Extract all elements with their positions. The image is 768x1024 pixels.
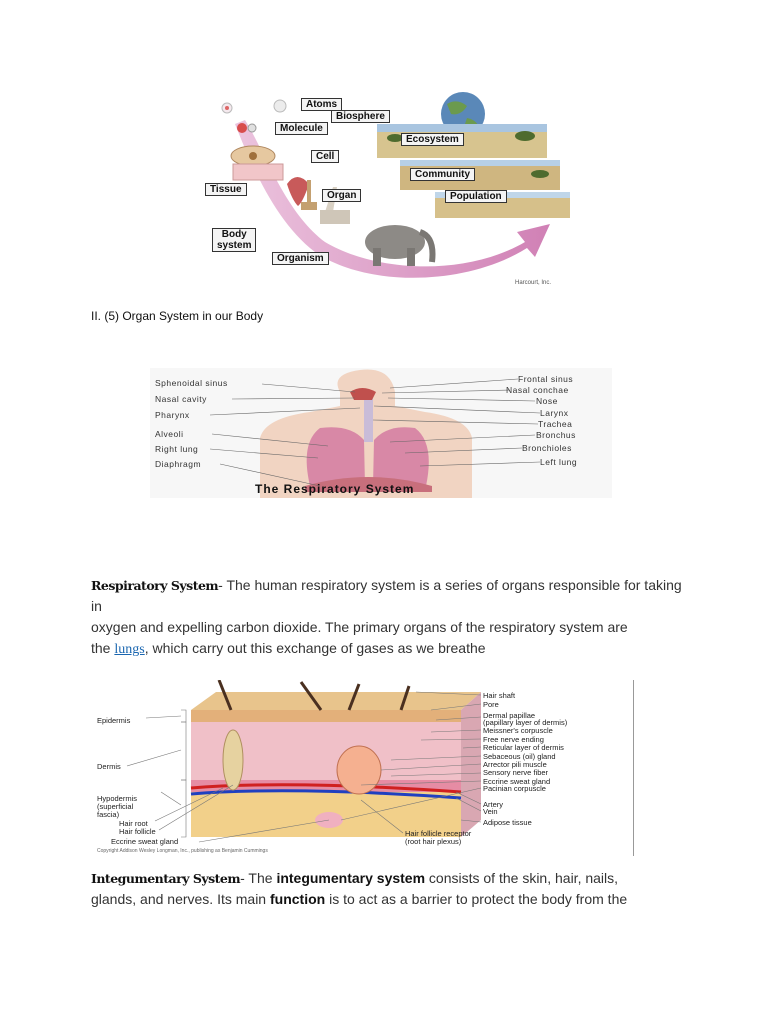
molecule-label: Molecule [275, 122, 328, 135]
respiratory-paragraph-line1: Respiratory System- The human respirator… [91, 575, 691, 617]
label-pacinian-corpuscle: Pacinian corpuscle [483, 784, 546, 793]
integumentary-paragraph-line1: Integumentary System- The integumentary … [91, 868, 691, 889]
body-system-label-line2: system [217, 240, 251, 251]
body-system-label: Body system [212, 228, 256, 252]
right-label-nose: Nose [536, 396, 558, 406]
right-label-left-lung: Left lung [540, 457, 577, 467]
label-pore: Pore [483, 700, 499, 709]
tissue-label: Tissue [205, 183, 247, 196]
label-adipose-tissue: Adipose tissue [483, 818, 532, 827]
right-label-trachea: Trachea [538, 419, 572, 429]
label-hair-follicle: Hair follicle [119, 827, 156, 836]
label-vein: Vein [483, 807, 498, 816]
left-label-right-lung: Right lung [155, 444, 198, 454]
left-label-sphenoidal-sinus: Sphenoidal sinus [155, 378, 228, 388]
left-label-diaphragm: Diaphragm [155, 459, 201, 469]
right-label-frontal-sinus: Frontal sinus [518, 374, 573, 384]
label-root-hair-plexus: (root hair plexus) [405, 837, 461, 846]
left-label-alveoli: Alveoli [155, 429, 184, 439]
skin-figure-credit: Copyright Addison Wesley Longman, Inc., … [97, 848, 268, 854]
integumentary-paragraph-line2: glands, and nerves. Its main function is… [91, 889, 691, 910]
right-label-bronchus: Bronchus [536, 430, 576, 440]
label-reticular-layer: Reticular layer of dermis [483, 743, 564, 752]
organ-label: Organ [322, 189, 361, 202]
respiratory-system-name: Respiratory System [91, 578, 218, 593]
respiratory-paragraph: Respiratory System- The human respirator… [91, 575, 691, 660]
respiratory-line3-pre: the [91, 640, 114, 656]
right-label-nasal-conchae: Nasal conchae [506, 385, 569, 395]
label-epidermis: Epidermis [97, 716, 130, 725]
label-hypodermis: Hypodermis (superficial fascia) [97, 795, 152, 819]
integumentary-line1-a: - The [240, 870, 276, 886]
skin-artwork [91, 680, 633, 856]
section-heading: II. (5) Organ System in our Body [91, 309, 263, 323]
biosphere-label: Biosphere [331, 110, 390, 123]
body-system-label-line1: Body [222, 229, 247, 240]
left-label-pharynx: Pharynx [155, 410, 190, 420]
cell-label: Cell [311, 150, 339, 163]
population-label: Population [445, 190, 507, 203]
integumentary-line1-b: consists of the skin, hair, nails, [425, 870, 618, 886]
integumentary-paragraph: Integumentary System- The integumentary … [91, 868, 691, 910]
label-eccrine-sweat-gland-left: Eccrine sweat gland [111, 837, 178, 846]
label-hair-shaft: Hair shaft [483, 691, 515, 700]
ecosystem-label: Ecosystem [401, 133, 464, 146]
respiratory-system-figure: Sphenoidal sinus Nasal cavity Pharynx Al… [150, 368, 612, 498]
lungs-link[interactable]: lungs [114, 642, 144, 657]
levels-of-organization-figure: Atoms Biosphere Molecule Ecosystem Cell … [205, 92, 585, 290]
right-label-larynx: Larynx [540, 408, 569, 418]
organism-label: Organism [272, 252, 329, 265]
integumentary-line2-a: glands, and nerves. Its main [91, 891, 270, 907]
levels-figure-credit: Harcourt, Inc. [515, 280, 551, 286]
integumentary-system-name: Integumentary System [91, 871, 240, 886]
right-label-bronchioles: Bronchioles [522, 443, 572, 453]
label-dermis: Dermis [97, 762, 121, 771]
label-meissners-corpuscle: Meissner's corpuscle [483, 726, 553, 735]
label-sensory-nerve-fiber: Sensory nerve fiber [483, 768, 548, 777]
community-label: Community [410, 168, 475, 181]
skin-structure-figure: Epidermis Dermis Hypodermis (superficial… [91, 680, 634, 856]
left-label-nasal-cavity: Nasal cavity [155, 394, 207, 404]
integumentary-line2-b: is to act as a barrier to protect the bo… [325, 891, 627, 907]
respiratory-paragraph-line3: the lungs, which carry out this exchange… [91, 638, 691, 660]
respiratory-figure-title: The Respiratory System [255, 482, 414, 496]
integumentary-line1-bold: integumentary system [276, 870, 425, 886]
levels-figure-artwork [205, 92, 585, 290]
integumentary-line2-bold: function [270, 891, 325, 907]
respiratory-line2-text: oxygen and expelling carbon dioxide. The… [91, 617, 691, 638]
respiratory-line3-post: , which carry out this exchange of gases… [145, 640, 486, 656]
